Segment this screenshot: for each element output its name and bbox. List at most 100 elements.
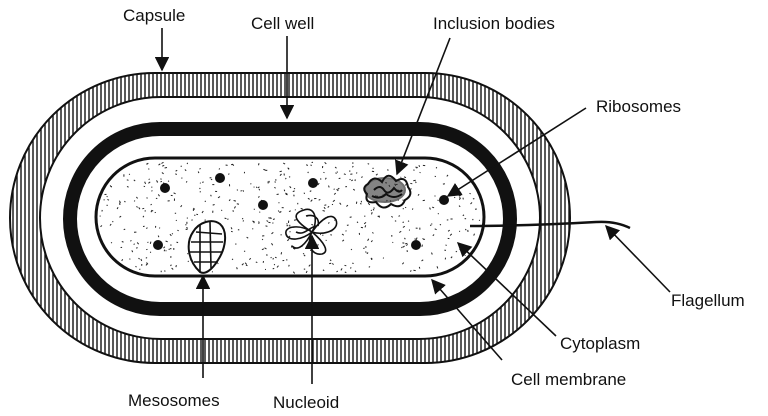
cytoplasm-speck [286,223,288,225]
cytoplasm-speck [193,207,196,210]
cytoplasm-speck [373,207,375,209]
cytoplasm-speck [135,265,137,268]
cytoplasm-speck [309,190,312,192]
cytoplasm-speck [324,177,327,180]
label-inclusion-bodies: Inclusion bodies [433,14,555,33]
cell-membrane-layer [94,156,486,278]
cytoplasm-speck [363,247,365,250]
cytoplasm-speck [352,188,356,191]
cytoplasm-speck [210,178,213,181]
cytoplasm-speck [272,218,275,220]
cytoplasm-speck [402,245,405,248]
cytoplasm-speck [311,223,314,226]
cytoplasm-speck [165,240,168,243]
ribosome-dot [153,240,163,250]
label-cell-membrane: Cell membrane [511,370,626,389]
cytoplasm-speck [246,236,249,239]
label-ribosomes: Ribosomes [596,97,681,116]
cytoplasm-speck [231,258,234,261]
cytoplasm-speck [310,164,312,167]
cytoplasm-speck [367,238,370,241]
cytoplasm-speck [286,238,290,242]
cytoplasm-speck [464,228,467,231]
cytoplasm-speck [186,162,189,165]
cytoplasm-speck [401,246,403,249]
cytoplasm-speck [375,173,378,176]
cytoplasm-speck [118,200,121,204]
cytoplasm-speck [367,163,370,165]
cytoplasm-speck [322,210,326,212]
cytoplasm-speck [307,171,309,174]
cytoplasm-speck [411,208,414,210]
cytoplasm-speck [258,188,261,191]
cytoplasm-speck [419,171,421,174]
cytoplasm-speck [268,217,271,219]
cytoplasm-speck [446,174,449,177]
cytoplasm-speck [324,204,327,206]
cytoplasm-speck [217,196,221,199]
cytoplasm-speck [228,173,230,175]
cytoplasm-speck [103,199,105,201]
cytoplasm-speck [402,221,404,223]
cytoplasm-speck [151,209,154,212]
cytoplasm-speck [464,254,466,257]
cytoplasm-speck [100,225,103,228]
cytoplasm-speck [398,215,401,217]
cytoplasm-speck [405,242,408,245]
cytoplasm-speck [149,251,152,253]
cytoplasm-speck [107,198,110,201]
ribosome-dot [160,183,170,193]
cytoplasm-speck [138,257,140,260]
cytoplasm-speck [392,241,394,244]
cytoplasm-speck [270,217,272,220]
cytoplasm-speck [417,193,420,196]
cytoplasm-speck [265,225,268,227]
cytoplasm-speck [187,252,189,255]
cytoplasm-speck [372,208,375,211]
cytoplasm-speck [121,241,124,243]
cytoplasm-speck [288,264,290,267]
label-cell-wall: Cell well [251,14,314,33]
label-capsule: Capsule [123,6,185,25]
cytoplasm-speck [156,181,159,183]
cytoplasm-speck [119,215,122,218]
cytoplasm-speck [252,220,255,223]
cytoplasm-speck [136,206,138,208]
cytoplasm-speck [199,167,201,170]
cytoplasm-speck [341,233,345,236]
cytoplasm-speck [292,247,296,250]
cytoplasm-speck [316,244,319,246]
cytoplasm-speck [447,229,451,232]
cytoplasm-speck [263,168,266,171]
cytoplasm-speck [147,241,149,244]
cytoplasm-speck [351,179,354,182]
cytoplasm-speck [371,212,373,215]
cytoplasm-speck [236,267,238,270]
cytoplasm-speck [418,266,421,269]
cytoplasm-speck [328,185,330,188]
cytoplasm-speck [175,264,177,268]
cytoplasm-speck [429,224,432,227]
cytoplasm-speck [210,194,212,197]
cytoplasm-speck [261,238,264,241]
cytoplasm-speck [264,247,267,250]
cytoplasm-speck [470,202,473,205]
cytoplasm-speck [161,172,164,175]
cytoplasm-speck [116,207,119,210]
cytoplasm-speck [163,246,166,249]
cytoplasm-speck [130,240,132,242]
cytoplasm-speck [354,270,357,273]
cytoplasm-speck [473,233,475,236]
cytoplasm-speck [274,186,276,189]
cytoplasm-speck [391,215,394,218]
cytoplasm-speck [177,229,179,232]
cytoplasm-speck [338,177,341,180]
cytoplasm-speck [336,270,339,273]
cytoplasm-speck [142,207,145,210]
cytoplasm-speck [140,258,143,262]
cytoplasm-speck [258,222,260,224]
cytoplasm-speck [258,163,260,166]
cytoplasm-speck [169,233,172,237]
cytoplasm-speck [197,171,200,174]
cytoplasm-speck [185,181,188,183]
